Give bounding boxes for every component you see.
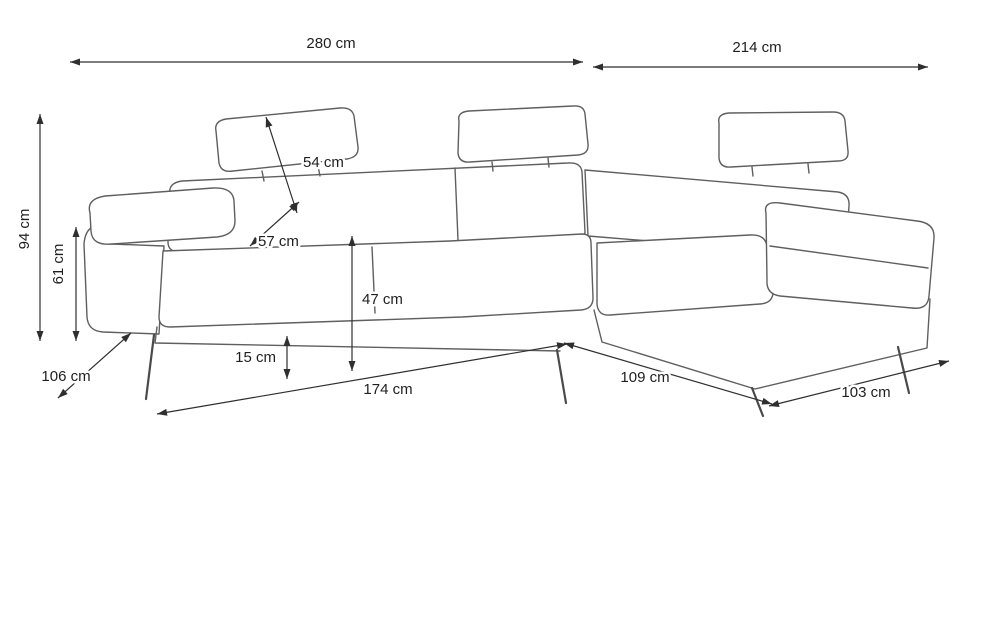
- dim-label-chaise-width: 103 cm: [841, 384, 890, 401]
- dimension-annotations: 280 cm 214 cm 94 cm 61 cm 54 cm 57 cm 47…: [14, 33, 950, 416]
- dim-label-seat-depth: 57 cm: [258, 233, 299, 250]
- dim-label-seat-height: 47 cm: [362, 291, 403, 308]
- corner-sofa-drawing: [83, 105, 935, 418]
- dim-label-overall-width-left: 280 cm: [306, 35, 355, 52]
- seat-seam: [371, 246, 376, 314]
- dim-label-chaise-depth: 109 cm: [620, 369, 669, 386]
- headrest-middle: [457, 105, 589, 163]
- dim-label-base-height: 15 cm: [235, 349, 276, 366]
- leg-front-left: [144, 333, 156, 401]
- leg-chaise-front: [750, 386, 765, 418]
- dim-line-chaise-depth: [563, 342, 773, 405]
- right-armrest-crease: [769, 245, 929, 269]
- seat-cushions-left: [158, 233, 594, 328]
- dim-label-armrest-height: 61 cm: [50, 244, 67, 285]
- headrest-middle-hinge: [491, 157, 550, 172]
- dim-line-backrest-height: [265, 116, 298, 214]
- dim-line-side-depth: [57, 332, 132, 399]
- dim-line-seat-depth: [249, 201, 300, 247]
- base-left: [154, 326, 561, 352]
- headrest-right-hinge: [751, 163, 810, 177]
- right-armrest: [764, 202, 935, 309]
- dim-line-seat-width: [156, 342, 568, 416]
- headrest-right: [718, 111, 849, 168]
- left-armrest-pad: [88, 187, 236, 245]
- dim-label-seat-width: 174 cm: [363, 381, 412, 398]
- dim-label-total-height: 94 cm: [16, 209, 33, 250]
- backrest-seam: [454, 167, 459, 241]
- chaise-seat: [596, 234, 774, 316]
- leg-corner: [555, 348, 568, 405]
- dim-label-backrest-height: 54 cm: [303, 154, 344, 171]
- dim-label-side-depth: 106 cm: [41, 368, 90, 385]
- headrest-left-hinge: [261, 165, 321, 182]
- dim-line-chaise-width: [768, 360, 950, 407]
- dim-label-overall-width-right: 214 cm: [732, 39, 781, 56]
